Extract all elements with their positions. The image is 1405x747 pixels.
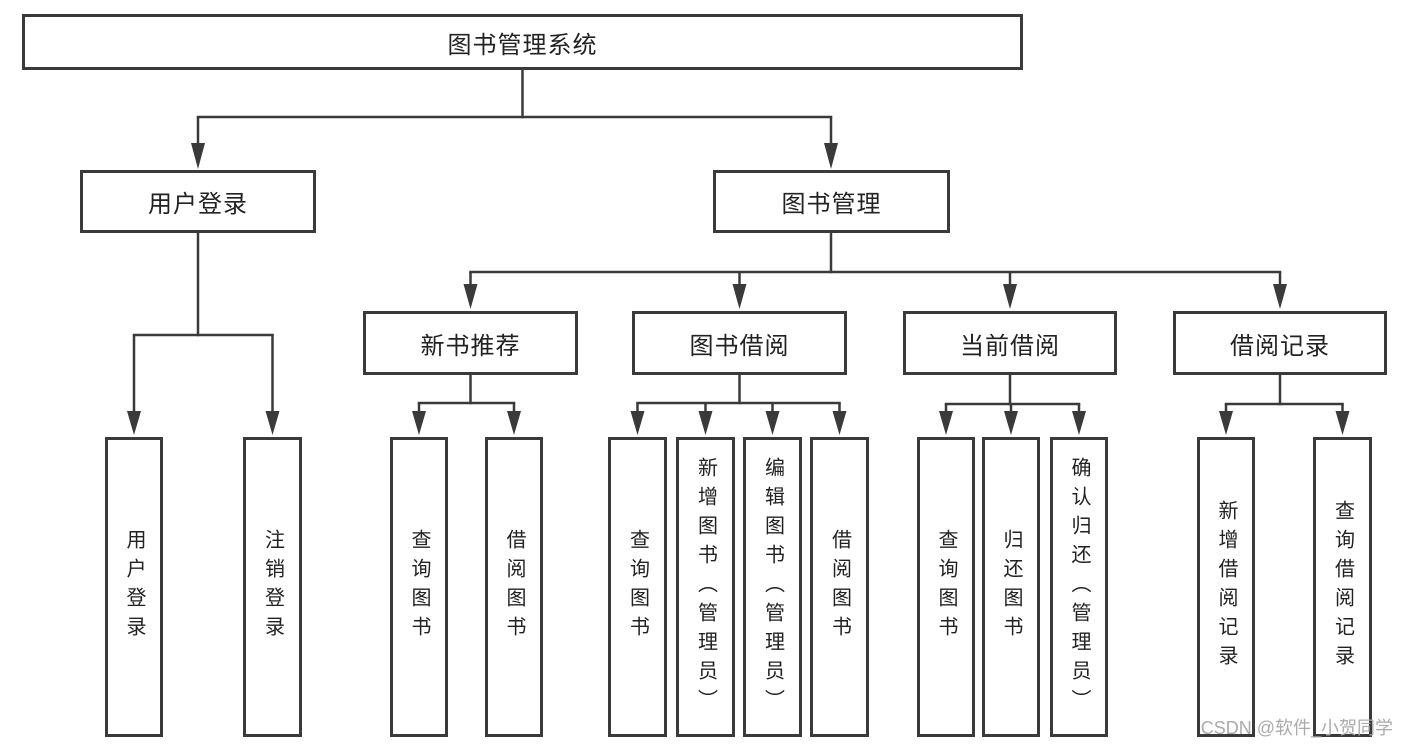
node-user-login: 用户登录 bbox=[80, 170, 316, 233]
leaf-borrow-books-recommend: 借阅图书 bbox=[485, 437, 543, 737]
leaf-borrow-books-borrowing: 借阅图书 bbox=[810, 437, 869, 737]
leaf-add-books-admin: 新增图书（管理员） bbox=[676, 437, 735, 737]
leaf-confirm-return-admin: 确认归还（管理员） bbox=[1050, 437, 1108, 737]
leaf-user-login: 用户登录 bbox=[105, 437, 163, 737]
leaf-query-books-current: 查询图书 bbox=[917, 437, 975, 737]
leaf-query-borrow-record: 查询借阅记录 bbox=[1313, 437, 1372, 737]
node-new-book-recommend: 新书推荐 bbox=[363, 311, 578, 375]
leaf-query-books-borrowing: 查询图书 bbox=[608, 437, 667, 737]
node-book-borrowing: 图书借阅 bbox=[632, 311, 847, 375]
node-current-borrowing: 当前借阅 bbox=[903, 311, 1117, 375]
node-root-system: 图书管理系统 bbox=[22, 14, 1023, 70]
leaf-query-books-recommend: 查询图书 bbox=[390, 437, 448, 737]
leaf-return-books: 归还图书 bbox=[982, 437, 1040, 737]
leaf-edit-books-admin: 编辑图书（管理员） bbox=[743, 437, 802, 737]
node-borrowing-records: 借阅记录 bbox=[1173, 311, 1387, 375]
leaf-logout: 注销登录 bbox=[243, 437, 302, 737]
node-book-management: 图书管理 bbox=[713, 170, 950, 233]
csdn-watermark: CSDN @软件_小贺同学 bbox=[1200, 718, 1393, 738]
leaf-add-borrow-record: 新增借阅记录 bbox=[1197, 437, 1255, 737]
